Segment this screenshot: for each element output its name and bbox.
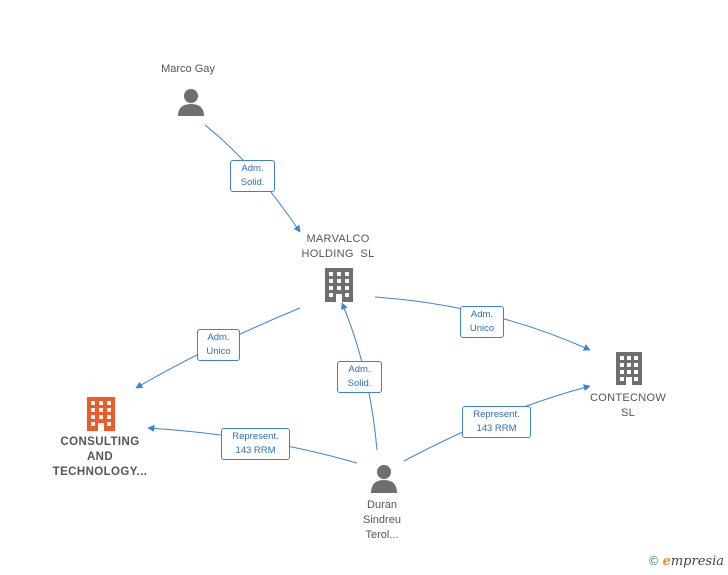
- node-label-marvalco[interactable]: MARVALCO HOLDING SL: [288, 232, 388, 262]
- brand-e: e: [662, 554, 671, 569]
- company-name-line: SL: [620, 407, 636, 419]
- company-name-line: TECHNOLOGY...: [52, 466, 148, 478]
- relation-type: Adm.: [241, 163, 264, 174]
- edge-label-marvalco-consulting: Adm. Unico: [197, 329, 240, 361]
- company-name-line: HOLDING SL: [301, 248, 375, 260]
- relation-subtype: Unico: [469, 323, 495, 334]
- person-name-line: Sindreu: [363, 514, 401, 526]
- company-name-line: CONSULTING: [60, 436, 140, 448]
- company-name-line: AND: [86, 451, 114, 463]
- node-label-marco-gay[interactable]: Marco Gay: [148, 62, 228, 77]
- edge-label-duran-contecnow: Represent. 143 RRM: [462, 406, 531, 438]
- person-icon[interactable]: [371, 465, 397, 493]
- node-label-consulting[interactable]: CONSULTING AND TECHNOLOGY...: [40, 435, 160, 480]
- building-icon-focus[interactable]: [87, 397, 115, 431]
- company-name-line: CONTECNOW: [589, 392, 667, 404]
- relation-subtype: Solid.: [240, 177, 265, 188]
- brand-logo[interactable]: ©empresia: [648, 554, 724, 569]
- copyright-icon: ©: [647, 554, 660, 568]
- brand-name: mpresia: [670, 554, 724, 569]
- edge-label-marco-marvalco: Adm. Solid.: [230, 160, 275, 192]
- edge-label-marvalco-contecnow: Adm. Unico: [460, 306, 504, 338]
- building-icon[interactable]: [325, 268, 353, 302]
- relation-type: Adm.: [348, 364, 371, 375]
- building-icon[interactable]: [616, 352, 642, 385]
- relation-type: Adm.: [207, 332, 230, 343]
- person-icon[interactable]: [178, 89, 204, 116]
- person-name-line: Terol...: [365, 529, 399, 541]
- relation-subtype: 143 RRM: [235, 445, 276, 456]
- relation-type: Adm.: [470, 309, 494, 320]
- relation-subtype: 143 RRM: [476, 423, 517, 434]
- relation-subtype: Solid.: [347, 378, 372, 389]
- relation-type: Represent.: [232, 431, 279, 442]
- node-label-duran[interactable]: Duran Sindreu Terol...: [342, 498, 422, 543]
- relation-subtype: Unico: [206, 346, 231, 357]
- company-name-line: MARVALCO: [306, 233, 370, 245]
- edge-label-duran-consulting: Represent. 143 RRM: [221, 428, 290, 460]
- person-name: Marco Gay: [161, 63, 215, 75]
- relation-type: Represent.: [473, 409, 520, 420]
- edge-label-duran-marvalco: Adm. Solid.: [337, 361, 382, 393]
- person-name-line: Duran: [367, 499, 397, 511]
- node-label-contecnow[interactable]: CONTECNOW SL: [578, 391, 678, 421]
